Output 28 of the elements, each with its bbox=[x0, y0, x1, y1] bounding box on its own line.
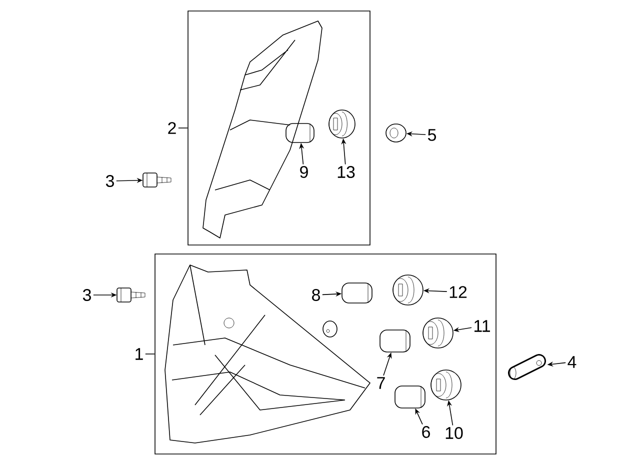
callout-number: 3 bbox=[82, 289, 91, 301]
callout-number: 3 bbox=[106, 175, 114, 187]
callout-number: 6 bbox=[422, 426, 430, 438]
callout-number: 12 bbox=[450, 286, 467, 298]
socket-drawing bbox=[392, 274, 424, 306]
bulb-drawing bbox=[380, 330, 410, 352]
callout-number: 11 bbox=[474, 320, 490, 332]
callout-number: 9 bbox=[300, 166, 308, 178]
callout-number: 4 bbox=[568, 356, 576, 368]
socket-drawing bbox=[430, 370, 462, 400]
socket-drawing bbox=[328, 110, 356, 138]
callout-number: 1 bbox=[136, 348, 143, 360]
frame-box bbox=[154, 254, 496, 454]
callout-number: 5 bbox=[428, 129, 436, 141]
frame-box bbox=[188, 10, 370, 246]
grommet-drawing bbox=[386, 124, 406, 142]
screw-drawing bbox=[142, 172, 172, 188]
bulb-drawing bbox=[394, 386, 426, 408]
callout-number: 13 bbox=[338, 166, 355, 178]
callout-number: 2 bbox=[168, 122, 176, 134]
bulb-drawing bbox=[286, 123, 314, 143]
callout-number: 10 bbox=[446, 427, 463, 439]
bulb-drawing bbox=[342, 282, 372, 304]
callout-number: 8 bbox=[312, 289, 320, 301]
screw-drawing bbox=[116, 288, 146, 302]
bulb-holder-drawing bbox=[508, 354, 546, 380]
socket-drawing bbox=[422, 318, 454, 348]
callout-number: 7 bbox=[377, 377, 385, 389]
